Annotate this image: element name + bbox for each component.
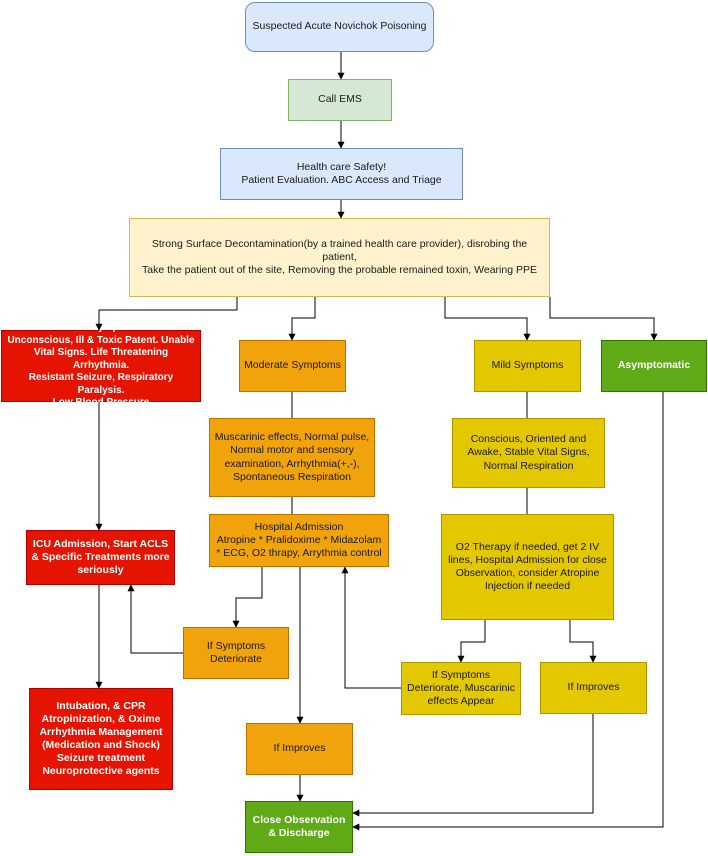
- node-muscarinic-effects: Muscarinic effects, Normal pulse, Normal…: [209, 418, 375, 497]
- node-hospital-admission: Hospital Admission Atropine * Pralidoxim…: [209, 514, 389, 567]
- edge-decon-to-asymptomatic: [549, 297, 658, 341]
- node-health-care-safety: Health care Safety! Patient Evaluation. …: [220, 148, 463, 200]
- node-conscious-oriented: Conscious, Oriented and Awake, Stable Vi…: [452, 418, 605, 488]
- edge-decon-to-moderate: [288, 297, 316, 341]
- node-o2-therapy: O2 Therapy if needed, get 2 IV lines, Ho…: [441, 514, 614, 620]
- node-icu-admission: ICU Admission, Start ACLS & Specific Tre…: [26, 530, 175, 585]
- node-if-symptoms-deteriorate-mild: If Symptoms Deteriorate, Muscarinic effe…: [401, 662, 521, 715]
- node-intubation-cpr: Intubation, & CPR Atropinization, & Oxim…: [29, 688, 173, 790]
- edge-o2-to-improves: [569, 620, 597, 663]
- node-call-ems: Call EMS: [288, 79, 392, 121]
- edge-decon-to-mild: [444, 297, 531, 341]
- node-if-symptoms-deteriorate-moderate: If Symptoms Deteriorate: [183, 627, 289, 679]
- edge-improves-to-close-obs-mild: [352, 714, 594, 817]
- node-close-observation: Close Observation & Discharge: [245, 801, 353, 853]
- edge-asymptomatic-to-close-obs: [352, 392, 664, 831]
- edge-deteriorate-to-hospital: [341, 566, 401, 689]
- node-decontamination: Strong Surface Decontamination(by a trai…: [129, 218, 550, 297]
- node-severe-symptoms: Severe Symptoms: Unconscious, Ill & Toxi…: [1, 322, 201, 408]
- edge-o2-to-deteriorate: [457, 620, 486, 663]
- edge-decon-to-severe: [95, 297, 238, 331]
- node-asymptomatic: Asymptomatic: [601, 340, 707, 392]
- edge-deteriorate-to-icu: [127, 584, 183, 654]
- node-suspected-poisoning: Suspected Acute Novichok Poisoning: [245, 2, 434, 52]
- node-if-improves-moderate: If Improves: [246, 723, 353, 775]
- edge-hospital-to-deteriorate: [232, 567, 263, 628]
